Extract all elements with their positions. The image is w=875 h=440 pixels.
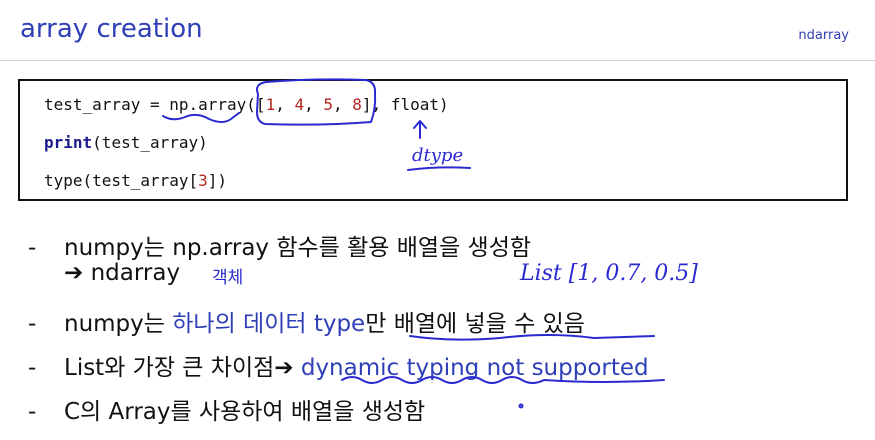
ink-dot [518, 403, 524, 409]
bullet-highlight: 하나의 데이터 type [172, 311, 366, 337]
code-text: (test_array) [92, 133, 208, 152]
code-text: ] [361, 95, 372, 114]
code-line-1: test_array = np.array([1, 4, 5, 8], floa… [44, 95, 449, 114]
bullet-text: 만 배열에 넣을 수 있음 [365, 311, 585, 337]
code-number: 5 [323, 95, 334, 114]
bullet-item: - numpy는 하나의 데이터 type만 배열에 넣을 수 있음 [28, 304, 585, 338]
header-divider [0, 60, 875, 61]
code-line-3: type(test_array[3]) [44, 171, 227, 190]
bullet-dash: - [28, 355, 37, 381]
bullet-text: numpy는 np.array 함수를 활용 배열을 생성함 [64, 235, 532, 261]
ink-object-label: 객체 [212, 268, 243, 288]
code-text: , [275, 95, 295, 114]
code-number: 8 [352, 95, 362, 114]
code-text: , [304, 95, 324, 114]
bullet-item: - numpy는 np.array 함수를 활용 배열을 생성함 [28, 228, 531, 262]
code-text: ]) [207, 171, 228, 190]
bullet-dash: - [28, 311, 37, 337]
code-keyword: print [44, 133, 93, 152]
code-line-2: print(test_array) [44, 133, 208, 152]
code-number: 3 [198, 171, 208, 190]
bullet-text: C의 Array를 사용하여 배열을 생성함 [64, 399, 426, 425]
code-text: , [333, 95, 353, 114]
bullet-text: numpy는 [64, 311, 173, 337]
bullet-text: List와 가장 큰 차이점➔ [64, 355, 301, 381]
bullet-item: - C의 Array를 사용하여 배열을 생성함 [28, 392, 425, 426]
code-text: [ [255, 95, 266, 114]
code-text: type(test_array[ [44, 171, 199, 190]
ink-list-example: List [1, 0.7, 0.5] [519, 261, 698, 286]
code-number: 4 [294, 95, 305, 114]
page-title: array creation [20, 14, 203, 44]
code-number: 1 [265, 95, 276, 114]
bullet-dash: - [28, 399, 37, 425]
section-tag: ndarray [798, 28, 849, 43]
code-text: test_array = np.array( [44, 95, 256, 114]
bullet-dash: - [28, 235, 37, 261]
bullet-subline: ➔ ndarray [64, 260, 181, 286]
code-text: , float) [371, 95, 449, 114]
bullet-item: - List와 가장 큰 차이점➔ dynamic typing not supp… [28, 348, 649, 382]
code-box: test_array = np.array([1, 4, 5, 8], floa… [18, 79, 848, 201]
bullet-highlight: dynamic typing not supported [300, 355, 649, 381]
